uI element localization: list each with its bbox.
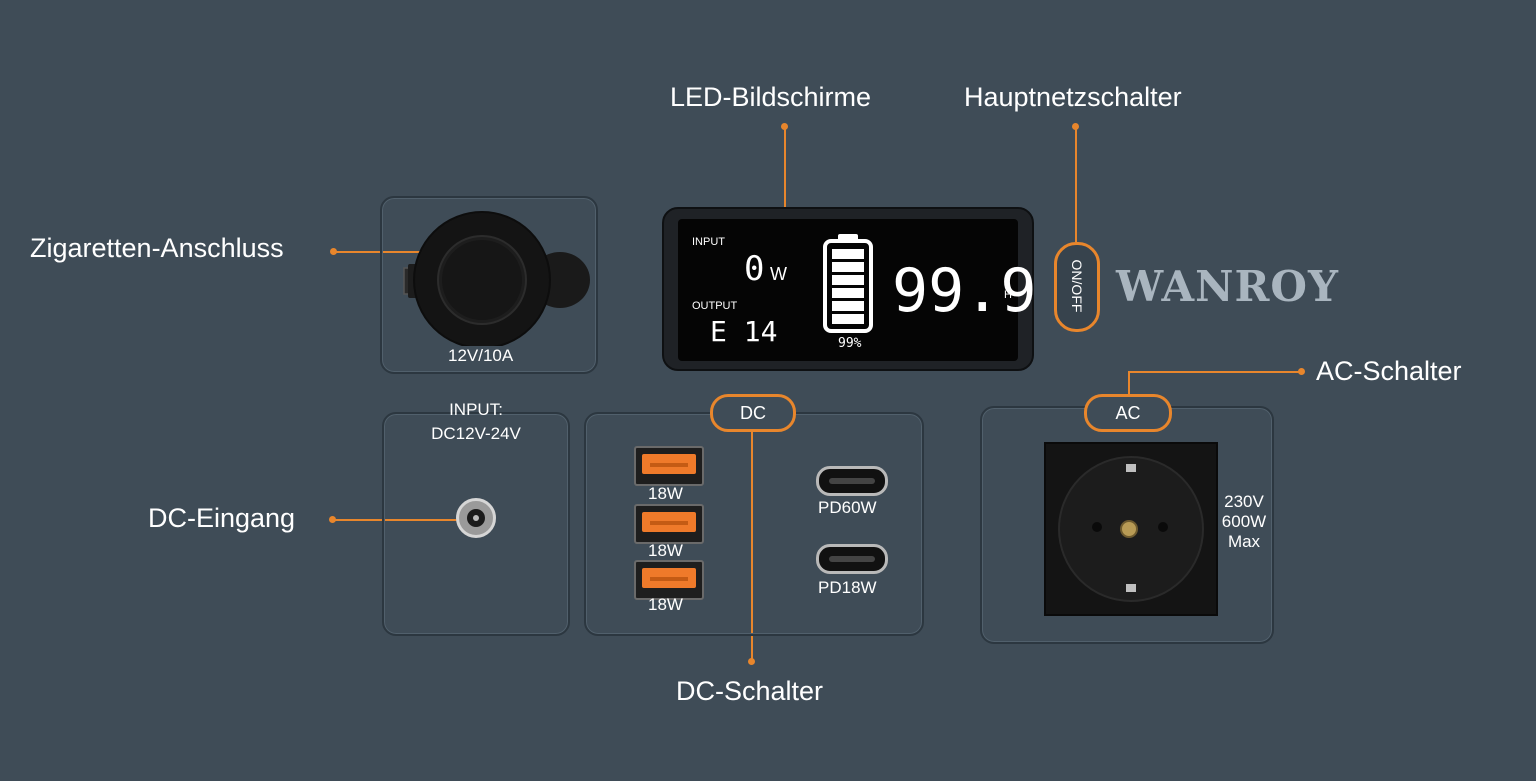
usb-c-label: PD18W: [818, 578, 877, 597]
brand-logo: WANROY: [1116, 262, 1339, 311]
ac-output-panel: 230V 600W Max: [980, 406, 1274, 644]
usb-a-label: 18W: [648, 595, 683, 614]
ac-spec-voltage: 230V: [1224, 492, 1264, 511]
usb-a-port-icon[interactable]: [634, 446, 704, 486]
dc-output-panel: 18W 18W 18W PD60W PD18W: [584, 412, 924, 636]
callout-line: [1075, 126, 1077, 242]
battery-percent: 99%: [838, 336, 862, 351]
usb-a-label: 18W: [648, 541, 683, 560]
display-output-value: E 14: [710, 315, 778, 348]
callout-led-screen: LED-Bildschirme: [670, 82, 872, 112]
usb-c-label: PD60W: [818, 498, 877, 517]
callout-dot: [1298, 368, 1305, 375]
battery-icon: [823, 234, 873, 333]
display-big-unit: H: [1004, 289, 1012, 301]
callout-line: [1128, 371, 1300, 373]
dc-input-panel: INPUT: DC12V-24V: [382, 400, 570, 636]
display-big-value: 99.9: [892, 256, 1037, 326]
display-input-unit: W: [770, 264, 787, 284]
led-display: INPUT 0 W OUTPUT E 14 99% 99.9 H: [662, 207, 1037, 371]
callout-line: [332, 519, 457, 521]
usb-c-port-icon[interactable]: [816, 466, 888, 496]
led-screen: INPUT 0 W OUTPUT E 14 99% 99.9 H: [678, 219, 1037, 361]
dc-switch-button[interactable]: DC: [710, 394, 796, 432]
callout-dc-input: DC-Eingang: [148, 503, 296, 533]
callout-dot: [748, 658, 755, 665]
usb-a-port-icon[interactable]: [634, 560, 704, 600]
dc-input-label-line2: DC12V-24V: [431, 424, 521, 443]
power-button[interactable]: ON/OFF: [1054, 242, 1100, 332]
cigarette-port-panel: 12V/10A: [380, 196, 598, 374]
ac-switch-button[interactable]: AC: [1084, 394, 1172, 432]
dc-input-label-line1: INPUT:: [449, 400, 503, 419]
callout-power-switch: Hauptnetzschalter: [964, 82, 1182, 112]
callout-line: [1128, 371, 1130, 399]
ac-spec-max: Max: [1227, 532, 1261, 551]
usb-c-port-icon[interactable]: [816, 544, 888, 574]
display-input-value: 0: [744, 249, 765, 289]
callout-line: [751, 430, 753, 660]
cigarette-socket-icon: [403, 211, 590, 346]
callout-line: [333, 251, 433, 253]
callout-cigarette-port: Zigaretten-Anschluss: [30, 233, 284, 263]
dc-input-jack-icon[interactable]: [456, 498, 496, 538]
cigarette-port-label: 12V/10A: [448, 346, 514, 365]
usb-a-port-icon[interactable]: [634, 504, 704, 544]
usb-a-label: 18W: [648, 484, 683, 503]
callout-line: [784, 126, 786, 210]
display-output-label: OUTPUT: [692, 300, 738, 312]
display-input-label: INPUT: [692, 236, 725, 248]
power-button-label: ON/OFF: [1069, 259, 1085, 313]
callout-dc-switch: DC-Schalter: [676, 676, 824, 706]
ac-spec-power: 600W: [1221, 512, 1267, 531]
ac-socket-icon[interactable]: [1044, 442, 1218, 616]
callout-ac-switch: AC-Schalter: [1316, 356, 1462, 386]
